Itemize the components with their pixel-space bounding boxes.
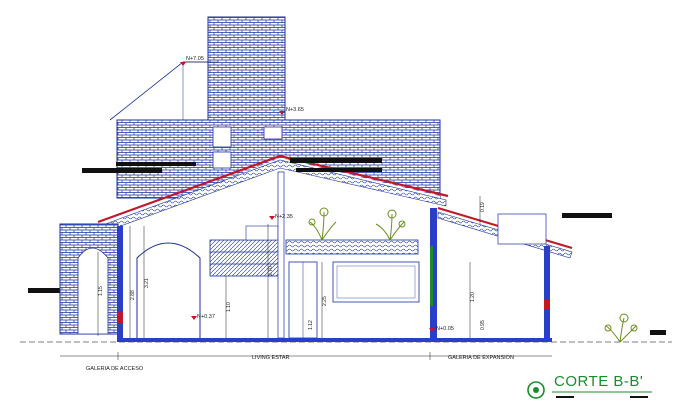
label-bar-right xyxy=(562,213,612,218)
chimney xyxy=(207,16,286,121)
label-bar-center xyxy=(290,158,382,163)
upper-window-2 xyxy=(263,126,283,140)
dim-225: 2.25 xyxy=(322,296,328,306)
living-arch xyxy=(136,242,201,338)
label-bar-left xyxy=(82,168,162,173)
planter xyxy=(285,239,419,255)
dim-019: 0.19 xyxy=(480,202,486,212)
stair-steps xyxy=(245,225,279,241)
left-wall-cut-red xyxy=(117,312,123,324)
garden-plant xyxy=(604,313,638,343)
title-symbol xyxy=(527,381,545,399)
access-gallery-arch xyxy=(77,247,109,335)
floor-slab xyxy=(117,338,552,342)
level-marker-upper xyxy=(279,111,285,115)
dim-110: 1.10 xyxy=(226,302,232,312)
zone-access: GALERIA DE ACCESO xyxy=(86,366,144,372)
title-underline-bar xyxy=(556,396,574,398)
dim-120: 1.20 xyxy=(470,292,476,302)
zone-expansion: GALERIA DE EXPANSION xyxy=(448,355,514,361)
upper-window-1 xyxy=(212,126,232,148)
label-bar-center-2 xyxy=(296,168,382,172)
center-partition xyxy=(209,239,283,277)
dim-288: 2.88 xyxy=(130,290,136,300)
planter-plant-2 xyxy=(375,209,406,241)
dimension-lines xyxy=(60,196,552,360)
label-bar-far-left xyxy=(28,288,72,293)
section-title: CORTE B-B' xyxy=(554,373,643,390)
upper-window-3 xyxy=(212,151,232,169)
left-wall-cut xyxy=(117,226,123,340)
zone-living: LIVING ESTAR xyxy=(252,355,290,361)
expansion-post xyxy=(544,246,550,338)
dim-115: 1.15 xyxy=(98,286,104,296)
upper-gable xyxy=(109,61,208,121)
window-large xyxy=(332,261,420,303)
title-underline-bar-2 xyxy=(630,396,648,398)
planter-plant-1 xyxy=(308,207,337,241)
expansion-post-red xyxy=(544,300,550,310)
dim-321: 3.21 xyxy=(144,278,150,288)
level-mid: N+2.35 xyxy=(275,214,293,220)
expansion-box xyxy=(497,213,547,245)
level-floor: N+0.05 xyxy=(436,326,454,332)
level-marker-floor xyxy=(429,328,435,332)
dim-270: 2.70 xyxy=(268,266,274,276)
dim-112: 1.12 xyxy=(308,320,314,330)
level-marker-mid xyxy=(269,216,275,220)
site-marker xyxy=(650,330,666,335)
level-top: N+7.05 xyxy=(186,56,204,62)
label-bar-mid-left xyxy=(116,162,196,166)
right-wall-cut xyxy=(430,208,437,340)
right-wall-cut-green xyxy=(430,246,433,306)
level-upper: N+3.65 xyxy=(286,107,304,113)
main-roof xyxy=(97,154,449,224)
level-low: N+0.37 xyxy=(197,314,215,320)
dim-095: 0.95 xyxy=(480,320,486,330)
level-marker-top xyxy=(180,61,218,66)
center-column xyxy=(277,171,285,339)
window-large-inner xyxy=(336,265,416,299)
level-marker-low xyxy=(191,316,197,320)
